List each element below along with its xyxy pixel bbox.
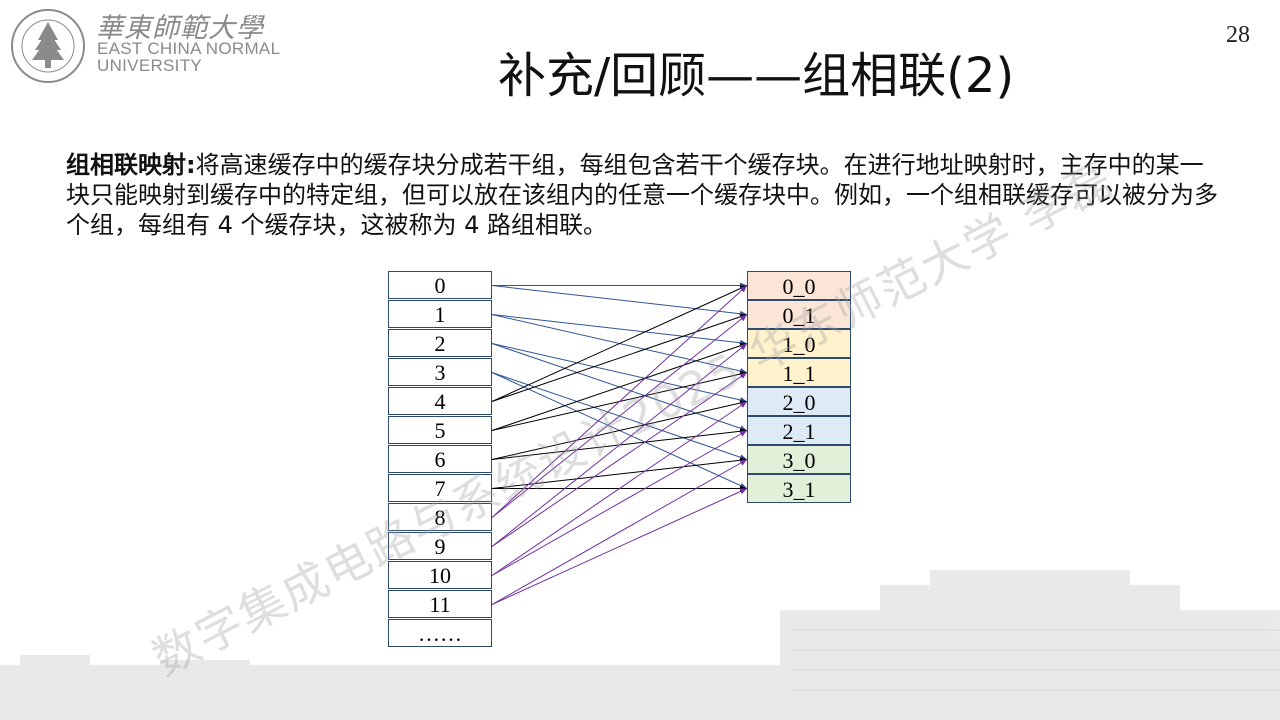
university-name-english-line1: EAST CHINA NORMAL (97, 39, 281, 58)
slide-description: 组相联映射:将高速缓存中的缓存块分成若干组，每组包含若干个缓存块。在进行地址映射… (66, 150, 1221, 240)
memory-block-6: 6 (388, 445, 492, 473)
slide-title: 补充/回顾——组相联(2) (498, 48, 1015, 104)
memory-block-10: 10 (388, 561, 492, 589)
university-name-english: EAST CHINA NORMAL UNIVERSITY (97, 40, 280, 74)
cache-block-3_0: 3_0 (747, 445, 851, 474)
memory-block-5: 5 (388, 416, 492, 444)
memory-block-4: 4 (388, 387, 492, 415)
university-name-chinese: 華東師範大學 (96, 13, 264, 44)
cache-block-3_1: 3_1 (747, 474, 851, 503)
memory-block-0: 0 (388, 271, 492, 299)
cache-block-1_0: 1_0 (747, 329, 851, 358)
memory-block-3: 3 (388, 358, 492, 386)
university-seal-logo (11, 9, 85, 83)
cache-block-0_0: 0_0 (747, 271, 851, 300)
memory-block-12: …… (388, 619, 492, 647)
cache-block-2_1: 2_1 (747, 416, 851, 445)
memory-block-9: 9 (388, 532, 492, 560)
university-name-english-line2: UNIVERSITY (97, 56, 203, 75)
memory-block-8: 8 (388, 503, 492, 531)
cache-block-2_0: 2_0 (747, 387, 851, 416)
description-term: 组相联映射: (66, 151, 196, 179)
memory-block-1: 1 (388, 300, 492, 328)
page-number: 28 (1226, 22, 1250, 48)
memory-block-2: 2 (388, 329, 492, 357)
cache-block-1_1: 1_1 (747, 358, 851, 387)
memory-block-11: 11 (388, 590, 492, 618)
memory-block-7: 7 (388, 474, 492, 502)
cache-block-0_1: 0_1 (747, 300, 851, 329)
description-text: 将高速缓存中的缓存块分成若干组，每组包含若干个缓存块。在进行地址映射时，主存中的… (66, 151, 1218, 239)
